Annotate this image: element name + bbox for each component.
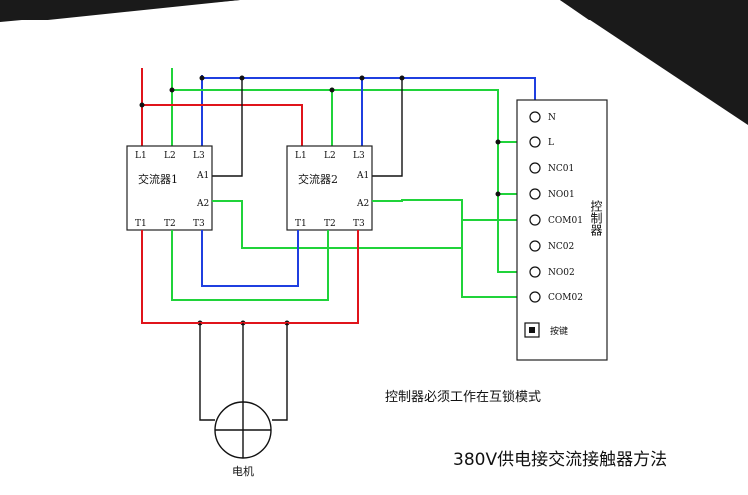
c2-coil-a1: A1 — [356, 171, 369, 181]
c2-top-l2: L2 — [324, 151, 336, 161]
terminal-com02: COM02 — [548, 293, 583, 303]
c1-coil-a1: A1 — [196, 171, 209, 181]
c2-top-l3: L3 — [353, 151, 365, 161]
terminal-nc02: NC02 — [548, 242, 574, 252]
c2-bottom-t2: T2 — [324, 219, 336, 229]
c2-bottom-t1: T1 — [295, 219, 307, 229]
contactor-2: L1 L2 L3 交流器2 A1 A2 T1 T2 T3 — [286, 145, 373, 231]
terminal-l: L — [548, 138, 554, 148]
contactor-1: L1 L2 L3 交流器1 A1 A2 T1 T2 T3 — [126, 145, 213, 231]
c1-coil-a2: A2 — [196, 199, 209, 209]
terminal-no02: NO02 — [548, 268, 575, 278]
c2-coil-a2: A2 — [356, 199, 369, 209]
c2-top-l1: L1 — [295, 151, 307, 161]
terminal-no01: NO01 — [548, 190, 575, 200]
controller-title-1: 控制器 — [589, 200, 603, 237]
c1-top-l3: L3 — [193, 151, 205, 161]
paper-fill — [0, 20, 748, 495]
terminal-n: N — [548, 113, 556, 123]
caption: 380V供电接交流接触器方法 — [453, 450, 667, 470]
c1-top-l1: L1 — [135, 151, 147, 161]
terminal-com01: COM01 — [548, 216, 583, 226]
corner-shadow-top-right — [560, 0, 748, 125]
controller: 控制器 N L NC01 NO01 COM01 NC02 NO02 COM02 … — [516, 99, 608, 361]
c2-title: 交流器2 — [298, 172, 338, 186]
motor: 电机 — [214, 401, 272, 478]
c1-bottom-t2: T2 — [164, 219, 176, 229]
output-wires — [141, 230, 359, 421]
corner-shadow-top-left — [0, 0, 240, 22]
c1-bottom-t3: T3 — [193, 219, 205, 229]
controller-button-label: 按键 — [550, 325, 568, 337]
junction-dots — [139, 75, 501, 326]
c1-top-l2: L2 — [164, 151, 176, 161]
terminal-nc01: NC01 — [548, 164, 574, 174]
c1-bottom-t1: T1 — [135, 219, 147, 229]
c1-title: 交流器1 — [138, 172, 178, 186]
c2-bottom-t3: T3 — [353, 219, 365, 229]
coil-com-wires — [212, 199, 532, 298]
motor-label: 电机 — [232, 464, 254, 478]
controller-terminals: N L NC01 NO01 COM01 NC02 NO02 COM02 — [529, 111, 583, 303]
interlock-note: 控制器必须工作在互锁模式 — [385, 389, 541, 405]
